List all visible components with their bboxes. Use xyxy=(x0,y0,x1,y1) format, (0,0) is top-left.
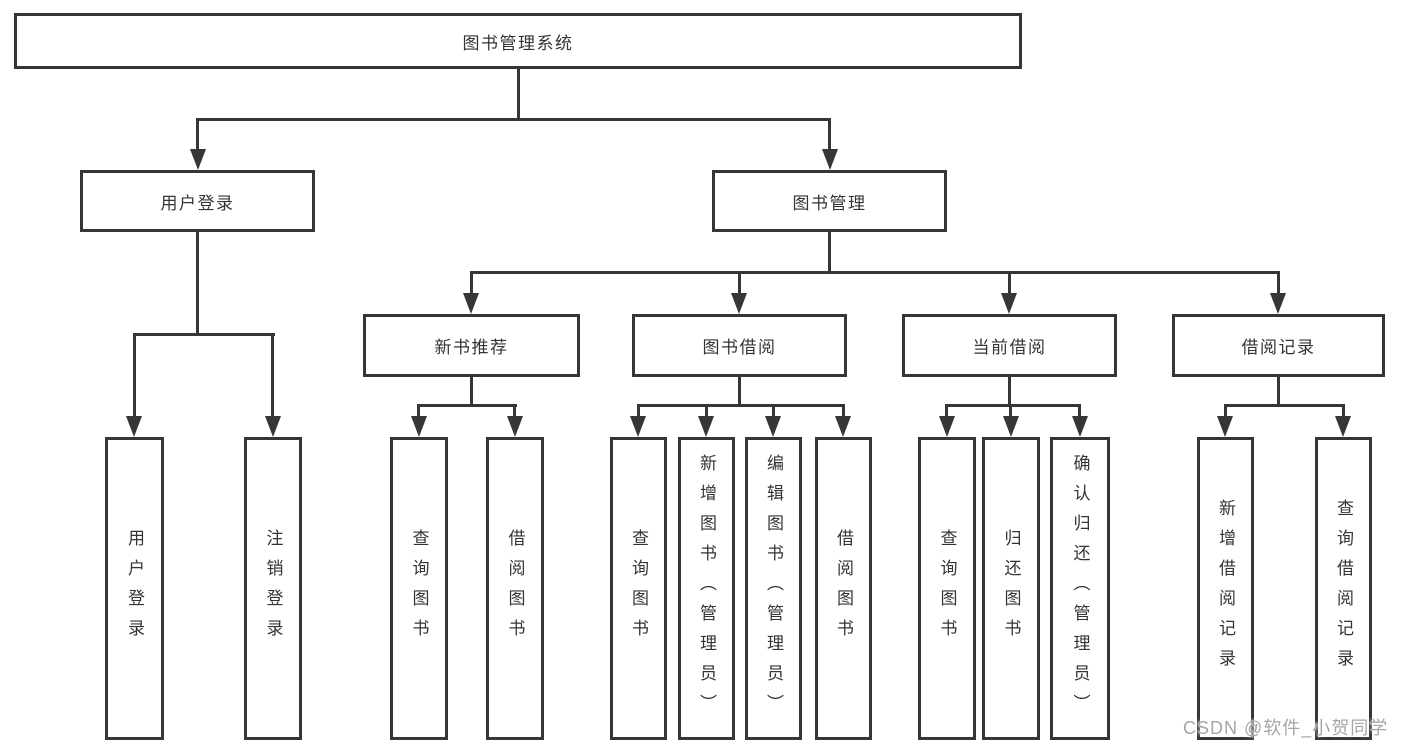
leaf-query-borrow-record: 查询借阅记录 xyxy=(1315,437,1372,740)
node-label: 图书管理系统 xyxy=(462,33,574,53)
connector-root-branch xyxy=(197,118,831,121)
node-user-login: 用户登录 xyxy=(80,170,315,232)
node-label: 借阅记录 xyxy=(1241,338,1316,357)
node-label: 用户登录 xyxy=(160,193,235,213)
leaf-label: 归还图书 xyxy=(1001,528,1021,649)
leaf-label: 新增借阅记录 xyxy=(1216,498,1235,679)
leaf-logout: 注销登录 xyxy=(244,437,302,740)
arrow-down-icon xyxy=(507,416,523,437)
connector-leaf-stem xyxy=(1224,404,1227,418)
connector-root-stem xyxy=(517,69,520,121)
node-library-management-system: 图书管理系统 xyxy=(14,13,1022,69)
leaf-label: 查询借阅记录 xyxy=(1334,498,1353,679)
connector-user-login-stem xyxy=(196,232,199,336)
connector-to-book-borrow xyxy=(738,271,741,296)
arrow-down-icon xyxy=(265,416,281,437)
arrow-down-icon xyxy=(1217,416,1233,437)
connector-to-book-management xyxy=(828,118,831,154)
leaf-label: 查询图书 xyxy=(629,528,648,649)
connector-book-mgmt-stem xyxy=(828,232,831,274)
leaf-query-books-current: 查询图书 xyxy=(918,437,976,740)
leaf-borrow-books-recommend: 借阅图书 xyxy=(486,437,544,740)
leaf-label: 借阅图书 xyxy=(505,528,525,649)
arrow-down-icon xyxy=(939,416,955,437)
leaf-label: 注销登录 xyxy=(263,528,283,649)
node-label: 图书管理 xyxy=(792,193,867,213)
connector-to-user-login xyxy=(196,118,199,154)
connector-leaf-stem xyxy=(1342,404,1345,418)
connector-new-book-stem xyxy=(470,377,473,406)
connector-leaf-stem xyxy=(1078,404,1081,418)
arrow-down-icon xyxy=(1072,416,1088,437)
node-label: 当前借阅 xyxy=(972,338,1047,357)
connector-leaf-stem xyxy=(945,404,948,418)
node-book-borrowing: 图书借阅 xyxy=(632,314,847,377)
leaf-add-book-admin: 新增图书（管理员） xyxy=(678,437,735,740)
leaf-borrow-books: 借阅图书 xyxy=(815,437,872,740)
arrow-down-icon xyxy=(126,416,142,437)
node-label: 新书推荐 xyxy=(434,338,509,357)
leaf-label: 编辑图书（管理员） xyxy=(764,453,783,724)
connector-to-leaf-logout xyxy=(271,333,274,418)
leaf-query-books-recommend: 查询图书 xyxy=(390,437,448,740)
connector-leaf-stem xyxy=(772,404,775,418)
connector-borrow-records-branch xyxy=(1224,404,1345,407)
connector-to-leaf-user-login xyxy=(133,333,136,418)
connector-leaf-stem xyxy=(637,404,640,418)
arrow-down-icon xyxy=(190,149,206,170)
leaf-confirm-return-admin: 确认归还（管理员） xyxy=(1050,437,1110,740)
node-borrowing-records: 借阅记录 xyxy=(1172,314,1385,377)
leaf-edit-book-admin: 编辑图书（管理员） xyxy=(745,437,802,740)
arrow-down-icon xyxy=(765,416,781,437)
leaf-add-borrow-record: 新增借阅记录 xyxy=(1197,437,1254,740)
connector-new-book-branch xyxy=(417,404,517,407)
leaf-return-book: 归还图书 xyxy=(982,437,1040,740)
leaf-label: 确认归还（管理员） xyxy=(1070,453,1090,724)
arrow-down-icon xyxy=(698,416,714,437)
arrow-down-icon xyxy=(1270,293,1286,314)
connector-to-borrow-records xyxy=(1277,271,1280,296)
arrow-down-icon xyxy=(822,149,838,170)
connector-current-borrow-stem xyxy=(1008,377,1011,406)
connector-leaf-stem xyxy=(513,404,516,418)
connector-current-borrow-branch xyxy=(945,404,1081,407)
connector-leaf-stem xyxy=(705,404,708,418)
connector-to-new-book xyxy=(470,271,473,296)
leaf-user-login: 用户登录 xyxy=(105,437,164,740)
connector-borrow-records-stem xyxy=(1277,377,1280,406)
connector-leaf-stem xyxy=(417,404,420,418)
connector-book-mgmt-branch xyxy=(470,271,1280,274)
arrow-down-icon xyxy=(835,416,851,437)
arrow-down-icon xyxy=(630,416,646,437)
watermark: CSDN @软件_小贺同学 xyxy=(1183,718,1389,738)
node-new-book-recommendation: 新书推荐 xyxy=(363,314,580,377)
connector-book-borrow-branch xyxy=(637,404,845,407)
node-book-management: 图书管理 xyxy=(712,170,947,232)
leaf-query-books-borrow: 查询图书 xyxy=(610,437,667,740)
connector-book-borrow-stem xyxy=(738,377,741,406)
leaf-label: 查询图书 xyxy=(409,528,429,649)
arrow-down-icon xyxy=(731,293,747,314)
leaf-label: 查询图书 xyxy=(937,528,957,649)
connector-leaf-stem xyxy=(842,404,845,418)
connector-to-current-borrow xyxy=(1008,271,1011,296)
node-label: 图书借阅 xyxy=(702,338,777,357)
arrow-down-icon xyxy=(1003,416,1019,437)
arrow-down-icon xyxy=(463,293,479,314)
arrow-down-icon xyxy=(411,416,427,437)
arrow-down-icon xyxy=(1001,293,1017,314)
connector-user-login-branch xyxy=(133,333,275,336)
arrow-down-icon xyxy=(1335,416,1351,437)
leaf-label: 借阅图书 xyxy=(834,528,853,649)
leaf-label: 新增图书（管理员） xyxy=(697,453,716,724)
leaf-label: 用户登录 xyxy=(125,528,144,649)
node-current-borrowing: 当前借阅 xyxy=(902,314,1117,377)
connector-leaf-stem xyxy=(1009,404,1012,418)
